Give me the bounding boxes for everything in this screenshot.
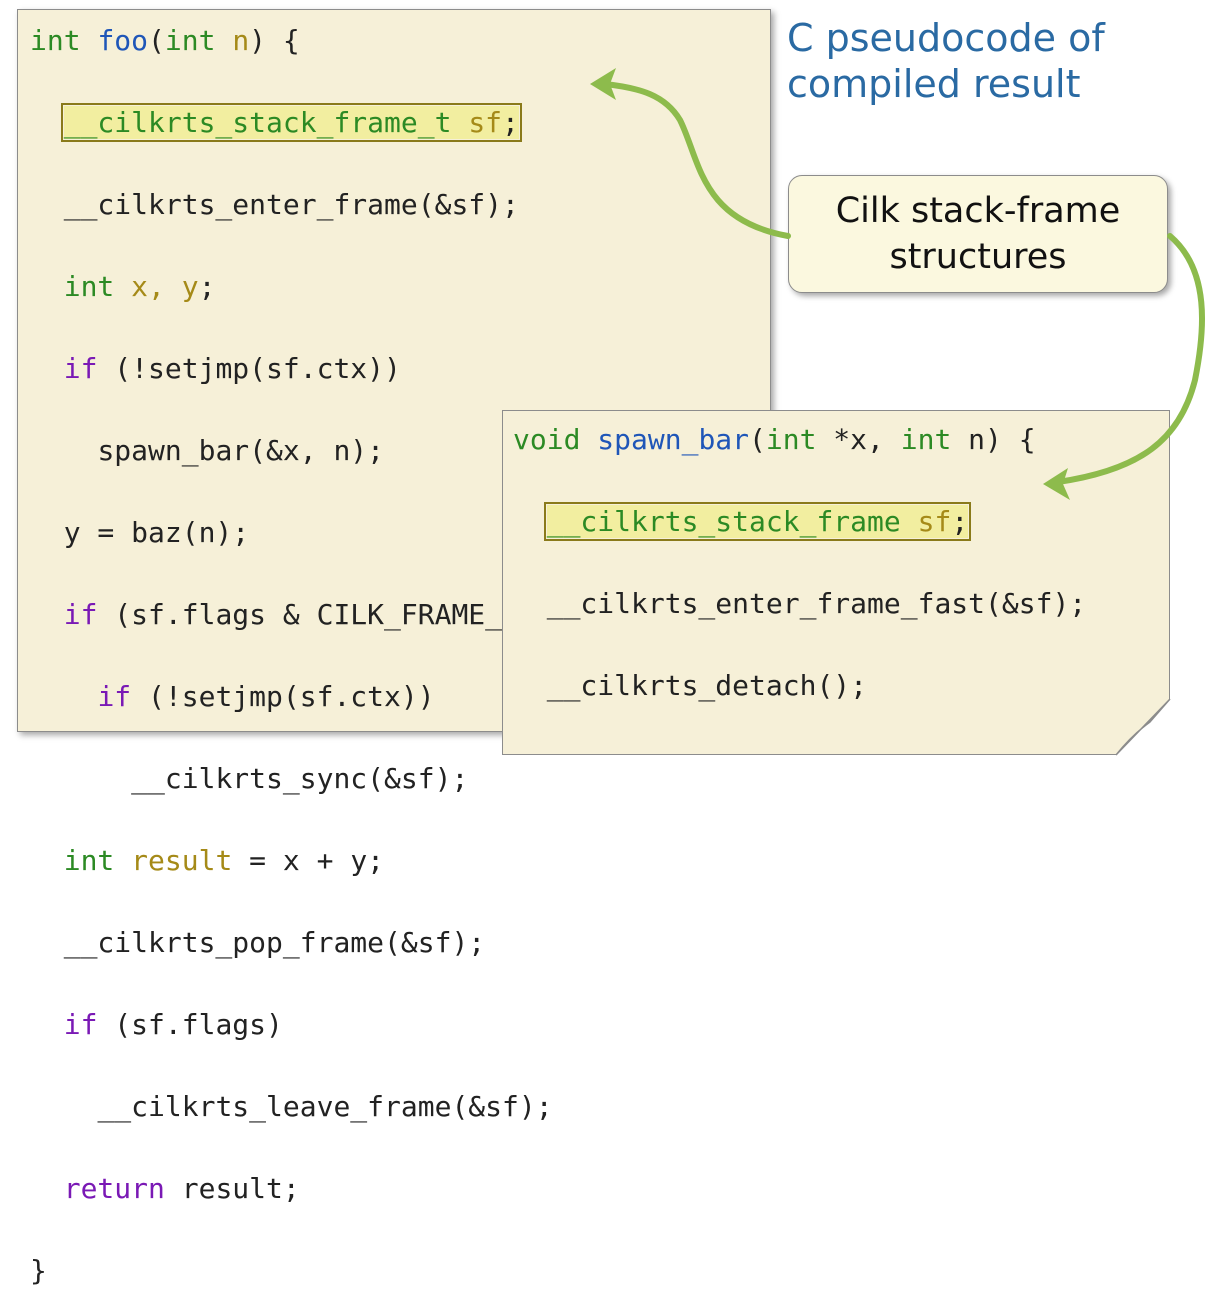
type-token: int	[164, 24, 216, 57]
code-line: spawn_bar(&x, n);	[30, 430, 671, 471]
code-line: }	[30, 1250, 671, 1291]
code-token: (!setjmp(sf.ctx))	[97, 352, 401, 385]
code-token: __cilkrts_detach();	[546, 669, 868, 702]
code-line: int foo(int n) {	[30, 20, 671, 61]
var-token: result	[131, 844, 233, 877]
code-token: __cilkrts_leave_frame(&sf);	[97, 1090, 553, 1123]
code-line: *x = bar(n);	[513, 747, 1086, 784]
type-token: int	[765, 423, 817, 456]
type-token: __cilkrts_stack_frame	[546, 505, 901, 538]
type-token: __cilkrts_stack_frame_t	[63, 106, 452, 139]
code-token: __cilkrts_enter_frame(&sf);	[63, 188, 519, 221]
code-line: __cilkrts_pop_frame(&sf);	[30, 922, 671, 963]
title-line: C pseudocode of	[787, 16, 1105, 60]
code-line: int result = x + y;	[30, 840, 671, 881]
code-token: (	[749, 423, 766, 456]
code-token: result;	[164, 1172, 300, 1205]
code-token: ) {	[249, 24, 300, 57]
slide-title: C pseudocode of compiled result	[787, 15, 1105, 107]
param-token: n	[232, 24, 250, 57]
code-line: if (!setjmp(sf.ctx))	[30, 348, 671, 389]
fold-shape	[1115, 698, 1171, 756]
type-token: int	[900, 423, 952, 456]
keyword-token: if	[63, 598, 98, 631]
code-line: __cilkrts_detach();	[513, 665, 1086, 706]
code-token: y = baz(n);	[63, 516, 250, 549]
keyword-token: if	[63, 1008, 98, 1041]
code-line: if (!setjmp(sf.ctx))	[30, 676, 671, 717]
code-token: (sf.flags)	[97, 1008, 283, 1041]
keyword-token: if	[97, 680, 132, 713]
type-token: int	[63, 844, 115, 877]
callout-line: Cilk stack-frame	[835, 191, 1121, 231]
var-token: sf	[917, 505, 952, 538]
type-token: int	[63, 270, 115, 303]
keyword-token: return	[63, 1172, 165, 1205]
code-token: *x,	[816, 423, 901, 456]
keyword-token: if	[63, 352, 98, 385]
callout-line: structures	[889, 237, 1067, 277]
type-token: void	[513, 423, 581, 456]
highlighted-stack-frame-decl: __cilkrts_stack_frame_t sf;	[60, 103, 522, 142]
spawn-bar-code-panel: void spawn_bar(int *x, int n) { __cilkrt…	[502, 410, 1170, 755]
code-token: n) {	[951, 423, 1036, 456]
code-line: __cilkrts_enter_frame_fast(&sf);	[513, 583, 1086, 624]
code-token: __cilkrts_enter_frame_fast(&sf);	[546, 587, 1087, 620]
code-line: __cilkrts_stack_frame_t sf;	[30, 102, 671, 143]
code-token: __cilkrts_pop_frame(&sf);	[63, 926, 486, 959]
code-token: spawn_bar(&x, n);	[97, 434, 385, 467]
type-token: int	[30, 24, 81, 57]
code-line: void spawn_bar(int *x, int n) {	[513, 419, 1086, 460]
code-token: (!setjmp(sf.ctx))	[131, 680, 435, 713]
code-line: y = baz(n);	[30, 512, 671, 553]
code-line: __cilkrts_enter_frame(&sf);	[30, 184, 671, 225]
var-token: sf	[468, 106, 503, 139]
code-token: *x = bar(n);	[546, 751, 750, 784]
function-name: spawn_bar	[597, 423, 750, 456]
code-token: = x + y;	[232, 844, 385, 877]
title-line: compiled result	[787, 62, 1081, 106]
code-token: (	[148, 24, 165, 57]
code-token: ;	[198, 270, 216, 303]
code-token: }	[30, 1254, 47, 1287]
spawn-bar-code-block: void spawn_bar(int *x, int n) { __cilkrt…	[513, 419, 1086, 784]
code-line: if (sf.flags)	[30, 1004, 671, 1045]
highlighted-stack-frame-decl: __cilkrts_stack_frame sf;	[543, 502, 972, 541]
code-line: __cilkrts_stack_frame sf;	[513, 501, 1086, 542]
page-curl-icon	[1115, 698, 1171, 756]
function-name: foo	[97, 24, 149, 57]
code-line: __cilkrts_leave_frame(&sf);	[30, 1086, 671, 1127]
code-line: return result;	[30, 1168, 671, 1209]
code-line: int x, y;	[30, 266, 671, 307]
var-token: x, y	[131, 270, 199, 303]
